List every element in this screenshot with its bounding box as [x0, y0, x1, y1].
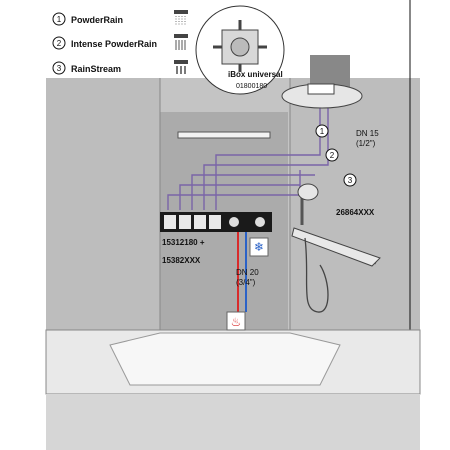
svg-text:♨: ♨	[231, 315, 242, 329]
hand-shower	[297, 183, 319, 201]
legend-label-3: RainStream	[71, 64, 121, 74]
legend-num-2: 2	[57, 39, 62, 48]
left-wall	[46, 78, 160, 330]
callout-2	[325, 148, 339, 162]
dn20-size-label: (3/4")	[236, 278, 256, 287]
svg-text:❄: ❄	[254, 240, 264, 254]
shower-set-code: 26864XXX	[336, 208, 375, 217]
right-wall	[290, 78, 420, 330]
ceiling-spout	[177, 131, 271, 139]
legend-num-1: 1	[57, 15, 62, 24]
thermostat-code-1: 15312180 +	[162, 238, 205, 247]
rainstream-spray-icon	[174, 60, 188, 74]
intense-powderrain-spray-icon	[174, 34, 188, 50]
callout-1	[315, 124, 329, 138]
legend-label-1: PowderRain	[71, 15, 123, 25]
hot-water-icon: ♨	[226, 311, 246, 331]
callout-1-label: 1	[320, 127, 325, 136]
legend-panel	[0, 0, 196, 78]
tub-front	[46, 394, 420, 450]
dn15-label: DN 15	[356, 129, 379, 138]
callout-2-label: 2	[330, 151, 335, 160]
shelf	[291, 227, 381, 267]
tub-basin	[109, 332, 341, 386]
ibox-title: iBox universal	[228, 70, 283, 79]
powderrain-spray-icon	[174, 10, 188, 26]
legend-label-2: Intense PowderRain	[71, 39, 157, 49]
callout-3-label: 3	[348, 176, 353, 185]
ibox-code: 01800180	[236, 83, 267, 90]
dn20-label: DN 20	[236, 268, 259, 277]
shower-hose	[304, 237, 329, 313]
callout-3	[343, 173, 357, 187]
dn15-size-label: (1/2")	[356, 139, 376, 148]
legend-num-3: 3	[57, 64, 62, 73]
thermostat-code-2: 15382XXX	[162, 256, 201, 265]
cold-water-icon: ❄	[249, 237, 269, 257]
